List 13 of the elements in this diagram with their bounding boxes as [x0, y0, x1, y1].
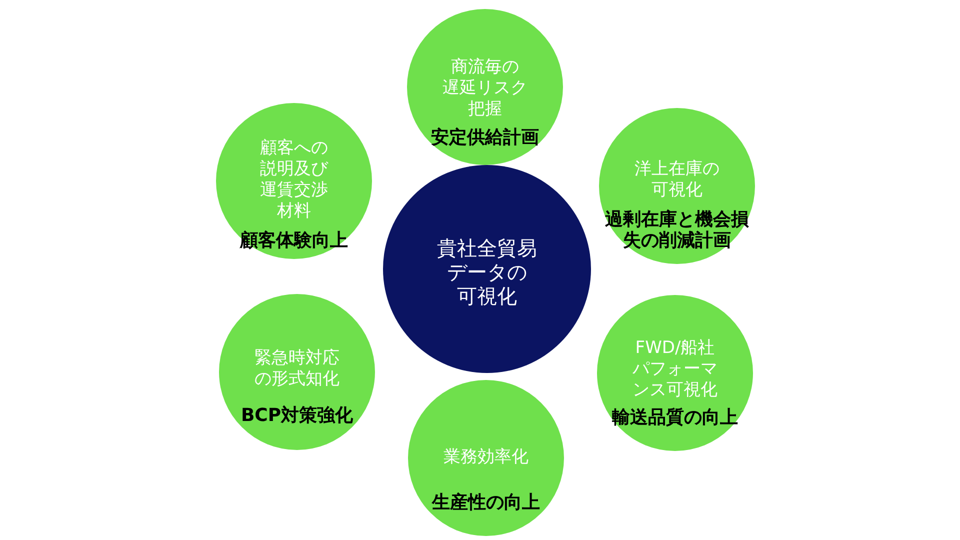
result-label: 生産性の向上	[432, 492, 540, 512]
topic-label: FWD/船社パフォーマンス可視化	[632, 338, 718, 400]
result-label: 顧客体験向上	[240, 230, 348, 250]
hub-label: 貴社全貿易データの可視化	[437, 236, 537, 308]
result-label: 輸送品質の向上	[612, 406, 738, 428]
topic-label: 商流毎の遅延リスク把握	[442, 56, 528, 120]
topic-label: 顧客への説明及び運賃交渉材料	[260, 138, 328, 222]
topic-label: 洋上在庫の可視化	[634, 158, 720, 200]
topic-label: 業務効率化	[444, 446, 528, 468]
result-label: BCP対策強化	[240, 404, 354, 426]
topic-label: 緊急時対応の形式知化	[254, 348, 340, 390]
result-label: 過剰在庫と機会損失の削減計画	[605, 208, 749, 250]
result-label: 安定供給計画	[431, 126, 539, 148]
